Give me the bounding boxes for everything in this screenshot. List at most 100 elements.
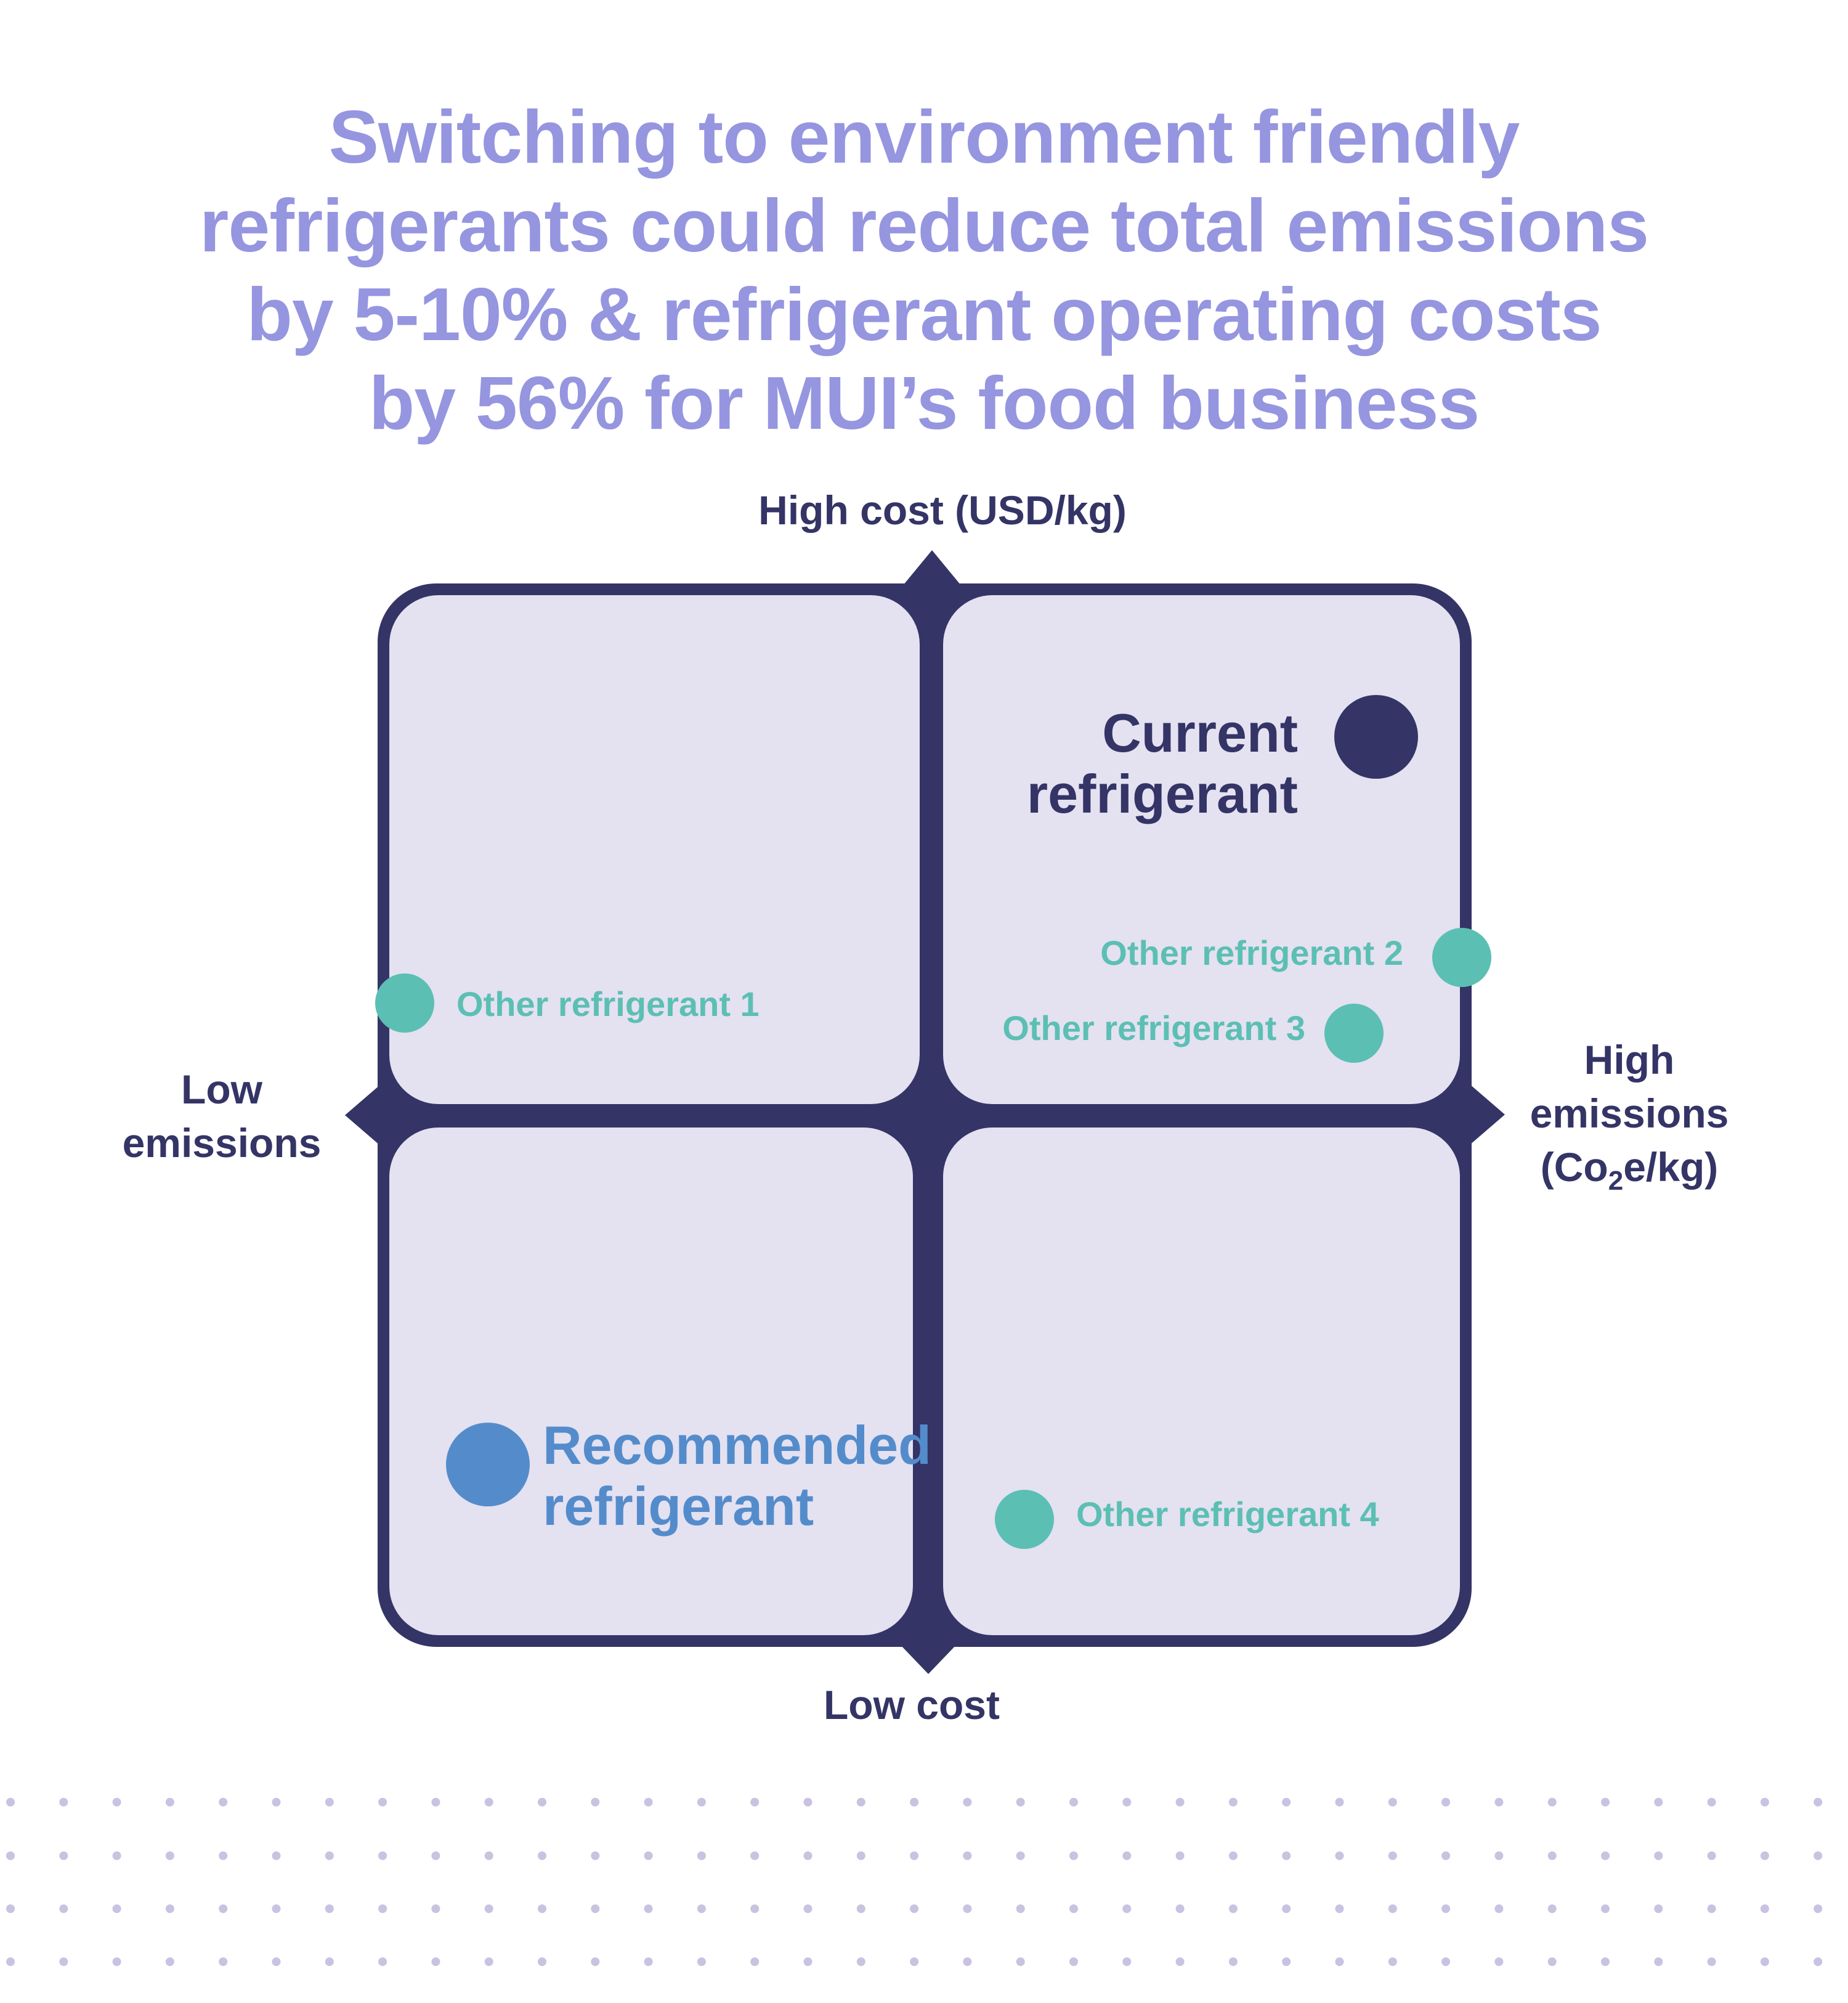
pattern-dot — [378, 1798, 387, 1806]
pattern-dot — [378, 1957, 387, 1966]
point-recommended-refrigerant — [446, 1423, 530, 1506]
pattern-dot — [803, 1957, 813, 1966]
pattern-dot — [644, 1798, 653, 1806]
pattern-dot — [1707, 1851, 1716, 1860]
pattern-dot — [1547, 1957, 1557, 1966]
pattern-dot — [1441, 1904, 1451, 1913]
pattern-dot — [112, 1798, 121, 1806]
label-recommended-line-1: Recommended — [543, 1415, 931, 1476]
label-other-refrigerant-2: Other refrigerant 2 — [1100, 933, 1403, 972]
pattern-dot — [219, 1851, 228, 1860]
pattern-dot — [431, 1798, 440, 1806]
pattern-dot — [378, 1904, 387, 1913]
pattern-dot — [6, 1851, 15, 1860]
pattern-dot — [1335, 1798, 1344, 1806]
pattern-dot — [484, 1904, 493, 1913]
pattern-dot — [1016, 1957, 1025, 1966]
pattern-dot — [1707, 1957, 1716, 1966]
arrow-left-icon — [345, 1084, 381, 1146]
pattern-dot — [910, 1904, 919, 1913]
pattern-dot — [856, 1904, 865, 1913]
pattern-dot — [1228, 1957, 1238, 1966]
point-other-refrigerant-2 — [1432, 928, 1491, 987]
pattern-dot — [856, 1957, 865, 1966]
axis-label-right-line-1: High — [1584, 1037, 1675, 1083]
pattern-dot — [1814, 1851, 1823, 1860]
pattern-dot — [1814, 1798, 1823, 1806]
pattern-dot — [1122, 1904, 1132, 1913]
pattern-dot — [59, 1904, 68, 1913]
pattern-dot — [1282, 1957, 1291, 1966]
pattern-dot — [963, 1904, 972, 1913]
title-line-3: by 5-10% & refrigerant operating costs — [246, 272, 1602, 356]
pattern-dot — [219, 1957, 228, 1966]
axis-label-left-line-1: Low — [181, 1067, 262, 1112]
pattern-dot — [1175, 1851, 1185, 1860]
pattern-dot — [1282, 1798, 1291, 1806]
pattern-dot — [910, 1798, 919, 1806]
pattern-dot — [910, 1957, 919, 1966]
label-current-line-2: refrigerant — [1026, 763, 1298, 824]
pattern-dot — [1122, 1957, 1132, 1966]
title-line-4: by 56% for MUI’s food business — [368, 361, 1480, 445]
axis-label-bottom: Low cost — [823, 1682, 1000, 1728]
pattern-dot — [538, 1904, 546, 1913]
pattern-dot — [1069, 1957, 1078, 1966]
pattern-dot — [6, 1904, 15, 1913]
axis-label-left: Low emissions — [99, 1063, 345, 1170]
unit-prefix: (Co — [1540, 1144, 1608, 1190]
pattern-dot — [1760, 1798, 1769, 1806]
axis-label-right: High emissions (Co2e/kg) — [1506, 1033, 1753, 1208]
pattern-dot — [803, 1851, 813, 1860]
pattern-dot — [1016, 1904, 1025, 1913]
pattern-dot — [1441, 1851, 1451, 1860]
pattern-dot — [431, 1904, 440, 1913]
pattern-dot — [1814, 1957, 1823, 1966]
pattern-dot — [697, 1957, 706, 1966]
pattern-dot — [644, 1851, 653, 1860]
arrow-up-icon — [903, 550, 961, 585]
pattern-dot — [1388, 1957, 1397, 1966]
pattern-dot — [1547, 1798, 1557, 1806]
pattern-dot — [1654, 1957, 1663, 1966]
pattern-dot — [484, 1957, 493, 1966]
pattern-dot — [1601, 1851, 1610, 1860]
pattern-dot — [697, 1904, 706, 1913]
pattern-dot — [1335, 1904, 1344, 1913]
label-recommended-line-2: refrigerant — [543, 1476, 814, 1537]
pattern-dot — [1494, 1798, 1504, 1806]
pattern-dot — [1494, 1851, 1504, 1860]
pattern-dot — [165, 1798, 174, 1806]
pattern-dot — [59, 1957, 68, 1966]
pattern-dot — [59, 1798, 68, 1806]
pattern-dot — [1654, 1851, 1663, 1860]
pattern-dot — [165, 1904, 174, 1913]
pattern-dot — [272, 1957, 281, 1966]
pattern-dot — [644, 1957, 653, 1966]
title-line-1: Switching to environment friendly — [328, 95, 1520, 179]
pattern-dot — [6, 1957, 15, 1966]
pattern-dot — [1228, 1851, 1238, 1860]
pattern-dot — [378, 1851, 387, 1860]
pattern-dot — [59, 1851, 68, 1860]
pattern-dot — [219, 1798, 228, 1806]
label-current-refrigerant: Current refrigerant — [924, 702, 1298, 824]
pattern-dot — [1016, 1798, 1025, 1806]
pattern-dot — [1016, 1851, 1025, 1860]
pattern-dot — [644, 1904, 653, 1913]
pattern-dot — [1335, 1851, 1344, 1860]
pattern-dot — [1547, 1904, 1557, 1913]
pattern-dot — [272, 1798, 281, 1806]
pattern-dot — [1547, 1851, 1557, 1860]
label-current-line-1: Current — [1102, 702, 1298, 763]
pattern-dot — [856, 1851, 865, 1860]
pattern-dot — [1228, 1798, 1238, 1806]
pattern-dot — [750, 1798, 760, 1806]
pattern-dot — [431, 1851, 440, 1860]
label-other-refrigerant-4: Other refrigerant 4 — [1076, 1495, 1379, 1534]
pattern-dot — [272, 1904, 281, 1913]
pattern-dot — [803, 1904, 813, 1913]
arrow-down-icon — [899, 1644, 957, 1674]
pattern-dot — [1441, 1798, 1451, 1806]
pattern-dot — [1175, 1904, 1185, 1913]
